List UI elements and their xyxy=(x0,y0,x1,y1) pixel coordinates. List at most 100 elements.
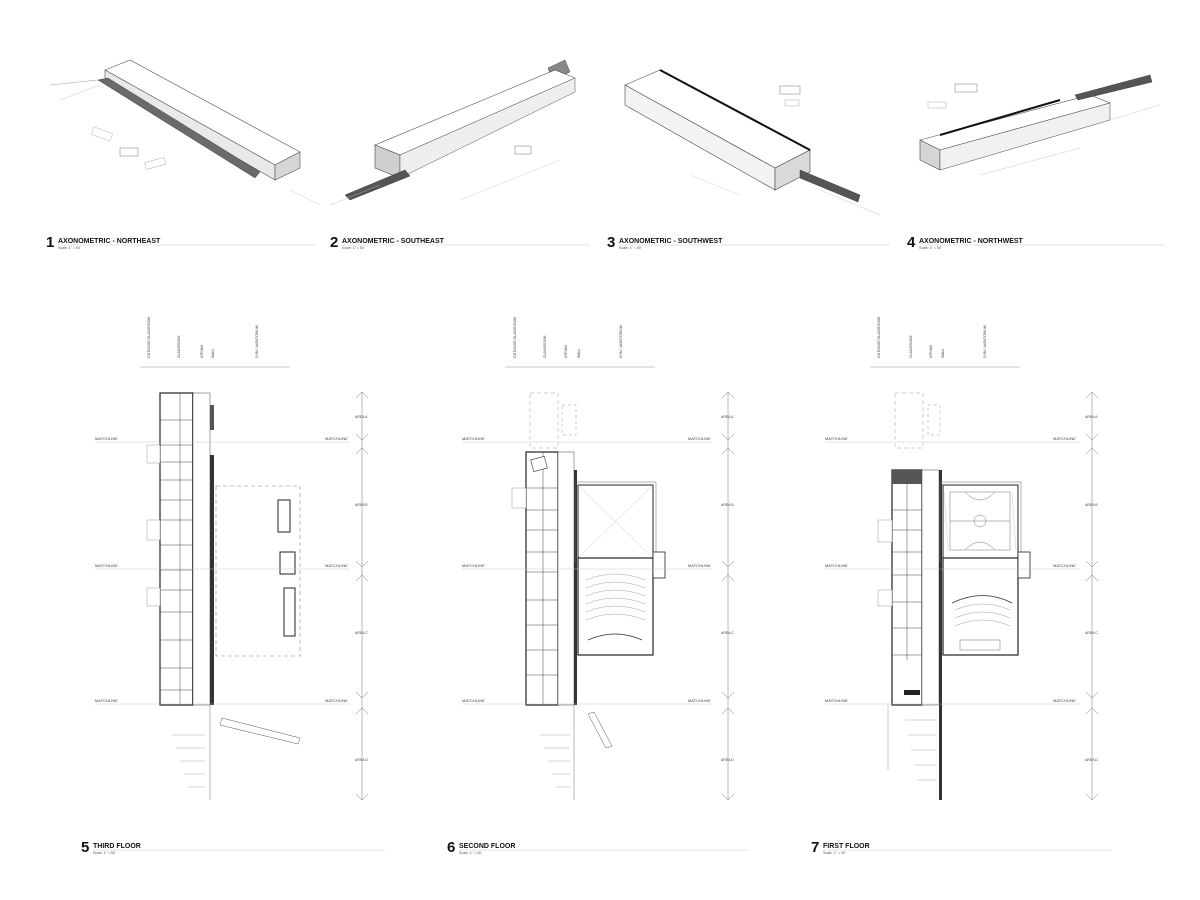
view-scale: Scale: 1" = 50' xyxy=(58,246,81,250)
spine-wall xyxy=(574,470,577,705)
roof-wall-line xyxy=(659,69,811,151)
gym-outline xyxy=(215,485,301,657)
matchline-label: MATCHLINE xyxy=(688,436,711,441)
atrium xyxy=(192,392,211,706)
matchline-label: MATCHLINE xyxy=(825,436,848,441)
atrium xyxy=(557,451,575,706)
column-label: OUTDOOR CLASSROOM xyxy=(513,317,517,358)
column-label: GYM / AUDITORIUM xyxy=(983,325,987,358)
matchline-label: MATCHLINE xyxy=(95,698,118,703)
area-label: AREA D xyxy=(1085,758,1098,762)
plan-scale: Scale: 1" = 50' xyxy=(93,851,116,855)
plan-second-floor: OUTDOOR CLASSROOM CLASSROOM ATRIUM WALL … xyxy=(462,317,734,801)
view-title-2: 2 AXONOMETRIC - SOUTHEAST Scale: 1" = 50… xyxy=(330,234,590,251)
plan-number: 6 xyxy=(447,839,455,856)
view-title-4: 4 AXONOMETRIC - NORTHWEST Scale: 1" = 50… xyxy=(907,234,1165,251)
area-label: AREA A xyxy=(721,415,734,419)
matchline-label: MATCHLINE xyxy=(95,563,118,568)
axonometric-northeast xyxy=(49,59,571,206)
column-label: ATRIUM xyxy=(564,345,568,358)
view-scale: Scale: 1" = 50' xyxy=(619,246,642,250)
column-label: ATRIUM xyxy=(200,345,204,358)
matchline-label: MATCHLINE xyxy=(325,436,348,441)
column-labels: OUTDOOR CLASSROOM CLASSROOM ATRIUM WALL … xyxy=(505,317,655,368)
column-label: OUTDOOR CLASSROOM xyxy=(877,317,881,358)
spine-wall xyxy=(210,405,214,430)
column-label: WALL xyxy=(577,349,581,358)
matchline-label: MATCHLINE xyxy=(1053,698,1076,703)
classroom-bar xyxy=(159,392,194,706)
matchline-label: MATCHLINE xyxy=(1053,436,1076,441)
column-label: WALL xyxy=(941,349,945,358)
ground-line xyxy=(49,79,99,86)
view-number: 1 xyxy=(46,234,54,251)
view-scale: Scale: 1" = 50' xyxy=(919,246,942,250)
building-east-end xyxy=(274,151,301,181)
spine-wall xyxy=(210,455,214,705)
atrium xyxy=(921,469,940,706)
spine-wall xyxy=(939,470,942,800)
view-title: AXONOMETRIC - SOUTHEAST xyxy=(342,238,445,245)
pavilion xyxy=(144,157,166,170)
plan-scale: Scale: 1" = 40' xyxy=(459,851,482,855)
matchline-label: MATCHLINE xyxy=(688,563,711,568)
matchline-label: MATCHLINE xyxy=(325,563,348,568)
ground-line xyxy=(329,184,381,206)
column-label: CLASSROOM xyxy=(177,336,181,358)
column-label: GYM / AUDITORIUM xyxy=(255,325,259,358)
pavilion xyxy=(927,101,947,109)
column-labels: OUTDOOR CLASSROOM CLASSROOM ATRIUM WALL … xyxy=(870,317,1020,368)
building-roof xyxy=(374,69,576,156)
matchlines xyxy=(95,441,350,705)
plan-title: SECOND FLOOR xyxy=(459,843,515,850)
axonometric-southwest xyxy=(624,69,881,216)
pavilion xyxy=(954,83,978,93)
matchline-label: MATCHLINE xyxy=(462,436,485,441)
view-number: 4 xyxy=(907,234,916,251)
column-label: GYM / AUDITORIUM xyxy=(619,325,623,358)
ground-line xyxy=(979,147,1081,176)
column-label: CLASSROOM xyxy=(543,336,547,358)
area-label: AREA D xyxy=(721,758,734,762)
pavilion xyxy=(514,145,532,155)
building-end-wall xyxy=(774,149,811,191)
pavilion xyxy=(90,126,114,142)
ground-line xyxy=(819,189,881,216)
matchline-label: MATCHLINE xyxy=(95,436,118,441)
ground-line xyxy=(689,174,741,196)
matchline-label: MATCHLINE xyxy=(688,698,711,703)
ground-line xyxy=(289,189,321,206)
column-label: OUTDOOR CLASSROOM xyxy=(147,317,151,358)
area-label: AREA B xyxy=(721,503,734,507)
view-scale: Scale: 1" = 50' xyxy=(342,246,365,250)
ramp-wall xyxy=(1074,74,1153,101)
matchline-label: MATCHLINE xyxy=(462,563,485,568)
gym-volume xyxy=(942,484,1019,559)
area-label: AREA C xyxy=(1085,631,1098,635)
matchline-label: MATCHLINE xyxy=(1053,563,1076,568)
plan-number: 5 xyxy=(81,839,89,856)
area-rail xyxy=(355,391,369,801)
area-label: AREA B xyxy=(355,503,368,507)
plan-title-7: 7 FIRST FLOOR Scale: 1" = 40' xyxy=(811,839,1112,856)
pavilion xyxy=(119,147,139,157)
axonometric-southeast xyxy=(329,69,576,206)
pavilion xyxy=(779,85,801,95)
view-title-1: 1 AXONOMETRIC - NORTHEAST Scale: 1" = 50… xyxy=(46,234,315,251)
plan-number: 7 xyxy=(811,839,819,856)
ground-line xyxy=(59,84,101,101)
plan-third-floor: OUTDOOR CLASSROOM CLASSROOM ATRIUM WALL … xyxy=(95,317,369,801)
plan-scale: Scale: 1" = 40' xyxy=(823,851,846,855)
plan-first-floor: OUTDOOR CLASSROOM CLASSROOM ATRIUM WALL … xyxy=(825,317,1098,801)
matchline-label: MATCHLINE xyxy=(825,698,848,703)
pavilion xyxy=(784,99,800,107)
plan-title-6: 6 SECOND FLOOR Scale: 1" = 40' xyxy=(447,839,748,856)
matchline-label: MATCHLINE xyxy=(325,698,348,703)
ground-line xyxy=(1109,104,1161,121)
plan-title-5: 5 THIRD FLOOR Scale: 1" = 50' xyxy=(81,839,385,856)
view-title: AXONOMETRIC - NORTHEAST xyxy=(58,238,161,245)
roof-wall-line xyxy=(939,99,1061,136)
column-labels: OUTDOOR CLASSROOM CLASSROOM ATRIUM WALL … xyxy=(140,317,290,368)
view-title-3: 3 AXONOMETRIC - SOUTHWEST Scale: 1" = 50… xyxy=(607,234,890,251)
